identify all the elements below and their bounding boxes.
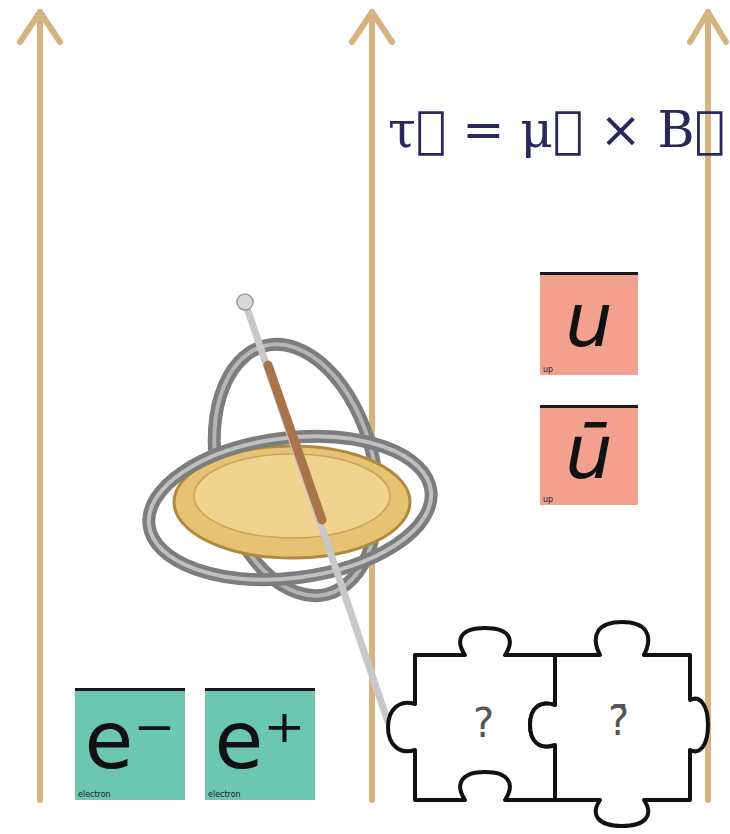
puzzle-piece: ?̄ [540,620,712,830]
particle-symbol: e⁻ [75,691,185,791]
particle-symbol: e⁺ [205,691,315,791]
outer-ring [141,421,440,595]
antilepton-tile: e⁺electron [205,688,315,800]
particle-name: up [543,365,553,374]
lepton-tile: e⁻electron [75,688,185,800]
axle-core [268,365,322,520]
particle-name: up [543,495,553,504]
quark-tile: uup [540,272,638,375]
particle-symbol: u [540,275,638,366]
puzzle-shape [530,622,708,826]
axle [246,305,388,722]
unknown-particle: ?̄ [608,698,629,744]
arrow-head [352,12,392,42]
rotor-top [194,454,390,538]
particle-name: electron [78,790,111,799]
particle-symbol: ū [540,408,638,496]
antiquark-tile: ūup [540,405,638,505]
gyroscope [141,294,440,722]
arrow-head [690,12,726,42]
field-line [37,12,43,800]
outer-ring-shine [141,421,440,595]
particle-name: electron [208,790,241,799]
arrow-head [20,12,60,42]
unknown-particle: ? [473,700,494,746]
torque-formula: τ⃗ = μ⃗ × B⃗ [388,100,725,159]
axle-knob [237,294,253,310]
